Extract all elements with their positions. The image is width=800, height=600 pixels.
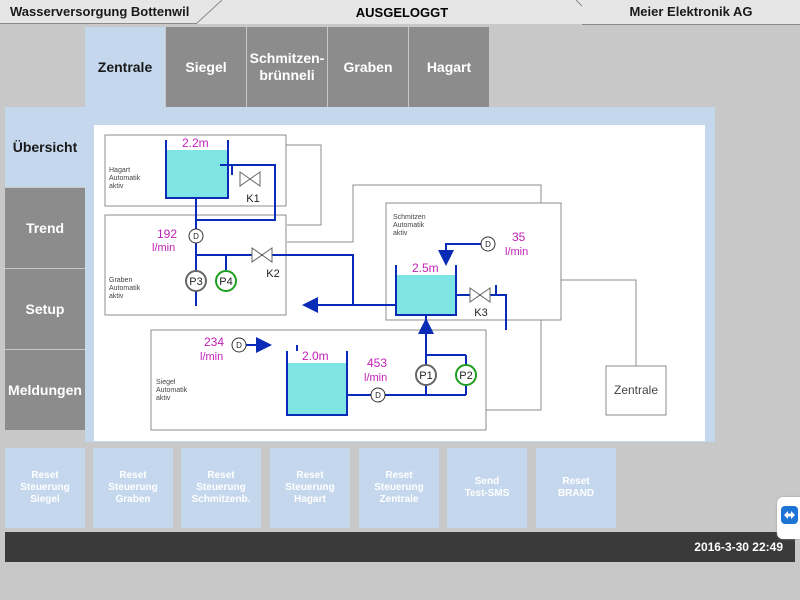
tab-hagart[interactable]: Hagart [409,27,489,107]
sidebar-item-meldungen[interactable]: Meldungen [5,350,85,430]
meter-schmitzen-label: D [485,240,491,249]
zentrale-label[interactable]: Zentrale [614,383,658,397]
pump-p3-icon [185,270,207,292]
tank-siegel [287,363,347,415]
level-schmitzen: 2.5m [412,261,439,275]
flow-arrow-schmitzen-in [438,243,481,266]
flow-siegel-in-unit: l/min [200,351,223,363]
flow-graben-value: 192 [157,227,177,241]
tab-graben[interactable]: Graben [328,27,408,107]
status-siegel-l3: aktiv [156,395,171,402]
status-schmitzen-l3: aktiv [393,230,408,237]
meter-siegel-in-label: D [236,341,242,350]
valve-k2-icon [251,247,273,263]
flow-siegel-out-unit: l/min [364,372,387,384]
valve-k3-icon [469,287,491,303]
tab-siegel[interactable]: Siegel [166,27,246,107]
tab-zentrale[interactable]: Zentrale [85,27,165,107]
station-box-siegel [150,329,487,431]
sidebar-item-trend[interactable]: Trend [5,188,85,268]
status-graben-l1: Graben [109,277,132,284]
login-status[interactable]: AUSGELOGGT [222,0,582,24]
site-title: Wasserversorgung Bottenwil [0,0,222,24]
send-test-sms-button[interactable]: Send Test-SMS [447,448,527,528]
status-hagart-l2: Automatik [109,175,141,182]
status-siegel-l1: Siegel [156,379,176,386]
status-hagart-l1: Hagart [109,167,130,174]
status-schmitzen-l2: Automatik [393,222,425,229]
reset-graben-button[interactable]: Reset Steuerung Graben [93,448,173,528]
status-bar: 2016-3-30 22:49 [5,532,795,562]
pump-p3-label: P3 [189,276,202,288]
meter-siegel-out-label: D [375,391,381,400]
reset-siegel-button[interactable]: Reset Steuerung Siegel [5,448,85,528]
signal-lines [286,144,637,411]
pump-p4-icon [215,270,237,292]
remote-support-icon [781,506,798,524]
valve-k1-icon [239,171,261,187]
sidebar-item-setup[interactable]: Setup [5,269,85,349]
remote-support-widget[interactable] [777,497,800,539]
flow-schmitzen-value: 35 [512,230,526,244]
flow-siegel-in-value: 234 [204,335,224,349]
tank-schmitzen [396,275,456,315]
pipes [195,164,507,396]
level-hagart: 2.2m [182,136,209,150]
tank-hagart [166,150,228,198]
valve-k1-label: K1 [246,193,259,205]
pump-p1-label: P1 [419,370,432,382]
status-siegel-l2: Automatik [156,387,188,394]
company-name: Meier Elektronik AG [582,0,800,25]
reset-zentrale-button[interactable]: Reset Steuerung Zentrale [359,448,439,528]
valve-k3-label: K3 [474,307,487,319]
flow-meter-siegel-in-icon [231,337,247,353]
tab-schmitzenbruenneli[interactable]: Schmitzen- brünneli [247,27,327,107]
reset-schmitzenb-button[interactable]: Reset Steuerung Schmitzenb. [181,448,261,528]
station-box-schmitzen [385,202,562,321]
flow-graben-unit: l/min [152,242,175,254]
status-graben-l3: aktiv [109,293,124,300]
pump-p2-icon [455,364,477,386]
reset-brand-button[interactable]: Reset BRAND [536,448,616,528]
flow-siegel-out-value: 453 [367,356,387,370]
tanks [165,140,457,416]
datetime: 2016-3-30 22:49 [694,540,783,554]
zentrale-box [605,365,667,416]
valve-k2-label: K2 [266,268,279,280]
flow-schmitzen-unit: l/min [505,246,528,258]
station-boxes [104,134,667,431]
status-schmitzen-l1: Schmitzen [393,214,426,221]
pump-p4-label: P4 [219,276,232,288]
flow-meter-siegel-out-icon [370,387,386,403]
flow-meter-schmitzen-icon [480,236,496,252]
status-graben-l2: Automatik [109,285,141,292]
sidebar-item-uebersicht[interactable]: Übersicht [5,107,85,187]
pump-p2-label: P2 [459,370,472,382]
meter-graben-label: D [193,232,199,241]
pump-p1-icon [415,364,437,386]
status-hagart-l3: aktiv [109,183,124,190]
reset-hagart-button[interactable]: Reset Steuerung Hagart [270,448,350,528]
flow-meter-graben-icon [188,228,204,244]
level-siegel: 2.0m [302,349,329,363]
